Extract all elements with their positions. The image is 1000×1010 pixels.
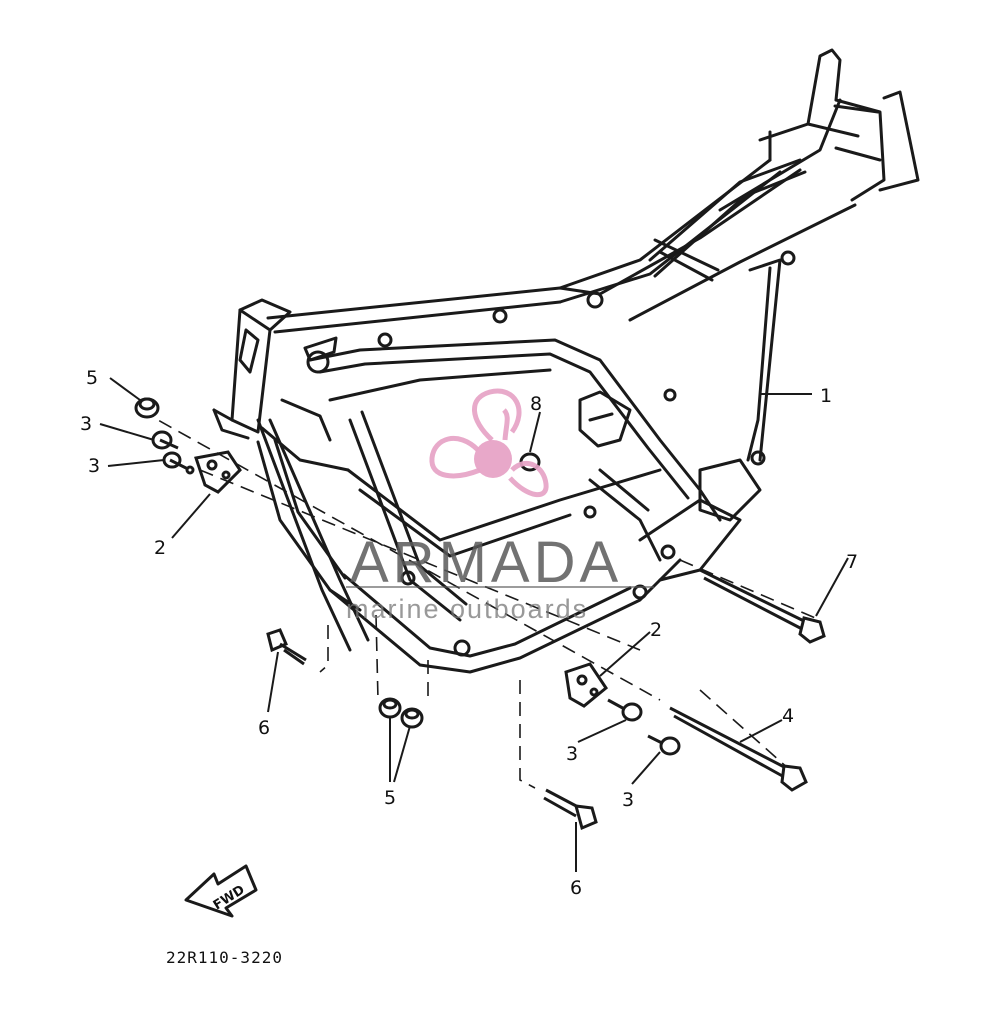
callout-5-lower: 5 xyxy=(384,787,396,809)
callout-3-upper-a: 3 xyxy=(80,413,92,435)
bolt-7 xyxy=(699,568,826,644)
nut-5-upper xyxy=(134,397,160,419)
collar-3-upper-a xyxy=(151,430,179,450)
callout-3-upper-b: 3 xyxy=(88,455,100,477)
bolt-6-left xyxy=(266,628,307,666)
bolt-4 xyxy=(669,706,808,792)
nut-5-lower-a xyxy=(378,697,402,719)
callout-3-lower-a: 3 xyxy=(566,743,578,765)
callout-8: 8 xyxy=(530,393,542,415)
callout-1: 1 xyxy=(820,385,832,407)
engine-bracket-left xyxy=(194,450,242,494)
watermark-tagline: marine outboards xyxy=(346,594,588,624)
nut-5-lower-b xyxy=(400,707,424,729)
leader-lines xyxy=(99,377,849,872)
engine-bracket-right xyxy=(564,662,609,708)
callout-3-lower-b: 3 xyxy=(622,789,634,811)
part-code: 22R110-3220 xyxy=(166,948,283,967)
armada-watermark: ARMADA marine outboards xyxy=(346,388,654,624)
motorcycle-frame xyxy=(212,48,920,674)
callout-5-upper: 5 xyxy=(86,367,98,389)
callout-6-right: 6 xyxy=(570,877,582,899)
callout-4: 4 xyxy=(782,705,794,727)
callout-2-right: 2 xyxy=(650,619,662,641)
collar-3-lower-a xyxy=(607,698,643,722)
forward-direction-arrow: FWD xyxy=(184,864,258,918)
callout-labels: 1 2 2 3 3 3 3 4 5 5 6 6 7 8 xyxy=(80,367,858,899)
propeller-logo-icon xyxy=(429,388,549,497)
fasteners xyxy=(134,397,826,831)
collar-3-upper-b xyxy=(162,451,195,475)
watermark-brand: ARMADA xyxy=(350,530,622,595)
collar-3-lower-b xyxy=(647,734,681,756)
callout-7: 7 xyxy=(846,551,858,573)
callout-2-left: 2 xyxy=(154,537,166,559)
callout-6-left: 6 xyxy=(258,717,270,739)
bolt-6-right xyxy=(543,788,598,831)
